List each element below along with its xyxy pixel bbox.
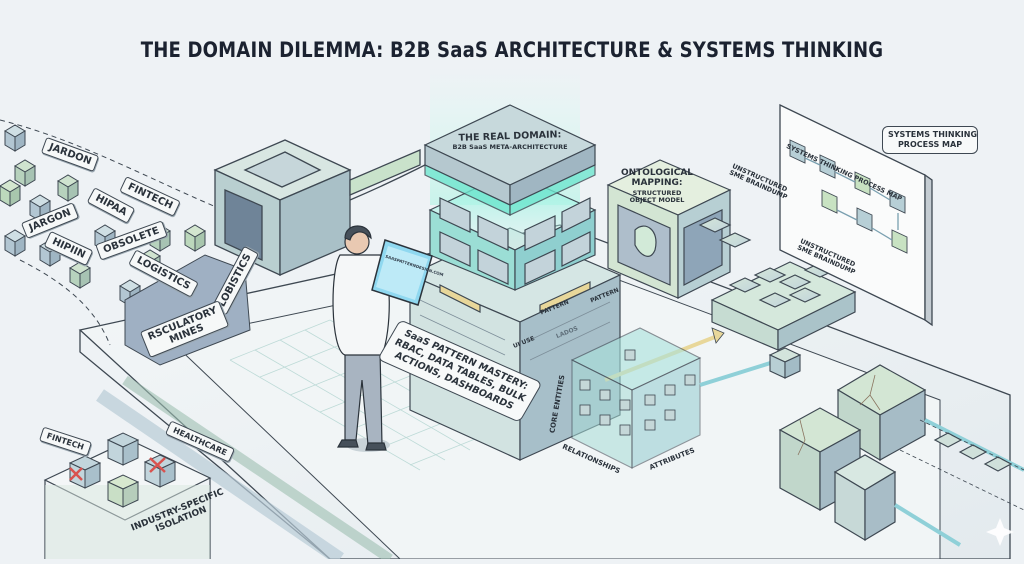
ontology-title: ONTOLOGICAL MAPPING: [620, 168, 694, 189]
entity-graph-cube [570, 327, 802, 469]
core-subtitle: B2B SaaS META-ARCHITECTURE [452, 143, 568, 151]
process-map-board [779, 103, 933, 327]
ontology-box [606, 159, 732, 299]
page-title: THE DOMAIN DILEMMA: B2B SaaS ARCHITECTUR… [140, 38, 884, 62]
sparkle-icon [986, 518, 1014, 546]
dashed-flow-top [0, 119, 236, 216]
arrow-head [711, 327, 725, 344]
isolation-platform [43, 432, 212, 559]
cracked-cubes [778, 364, 1024, 547]
dashed-flow-bottom [19, 259, 111, 346]
ontology-subtitle: STRUCTURED OBJECT MODEL [629, 189, 685, 205]
tablet [371, 239, 433, 306]
process-map-card: SYSTEMS THINKING PROCESS MAP [882, 126, 978, 154]
